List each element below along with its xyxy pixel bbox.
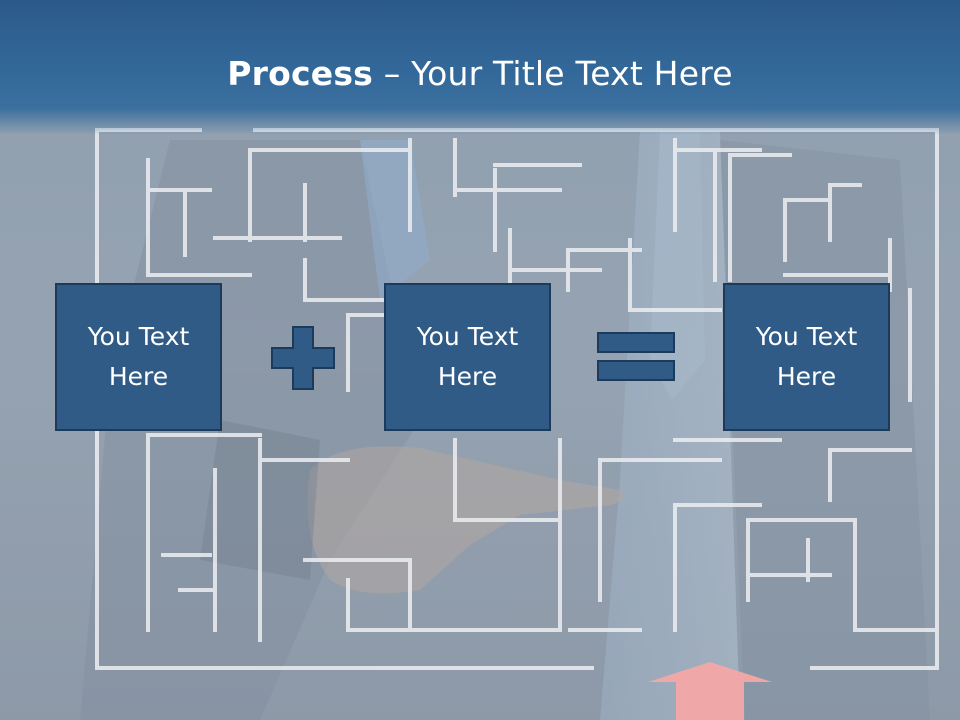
process-box-2[interactable]: You Text Here (384, 283, 551, 431)
process-box-3-text: You Text Here (737, 317, 877, 397)
process-box-3-line1: You Text (755, 322, 858, 351)
process-box-3-line2: Here (776, 362, 837, 391)
title-rest: – Your Title Text Here (373, 54, 733, 93)
plus-icon (271, 326, 335, 390)
process-box-1-line2: Here (108, 362, 169, 391)
title-strong: Process (227, 54, 374, 93)
arrow-up-icon (648, 662, 772, 720)
title-band (0, 0, 960, 135)
process-box-3[interactable]: You Text Here (723, 283, 890, 431)
process-box-2-line2: Here (437, 362, 498, 391)
equals-icon (597, 332, 675, 381)
process-box-2-line1: You Text (416, 322, 519, 351)
process-box-2-text: You Text Here (398, 317, 538, 397)
process-box-1-text: You Text Here (69, 317, 209, 397)
process-box-1[interactable]: You Text Here (55, 283, 222, 431)
process-box-1-line1: You Text (87, 322, 190, 351)
slide-title: Process – Your Title Text Here (0, 52, 960, 96)
